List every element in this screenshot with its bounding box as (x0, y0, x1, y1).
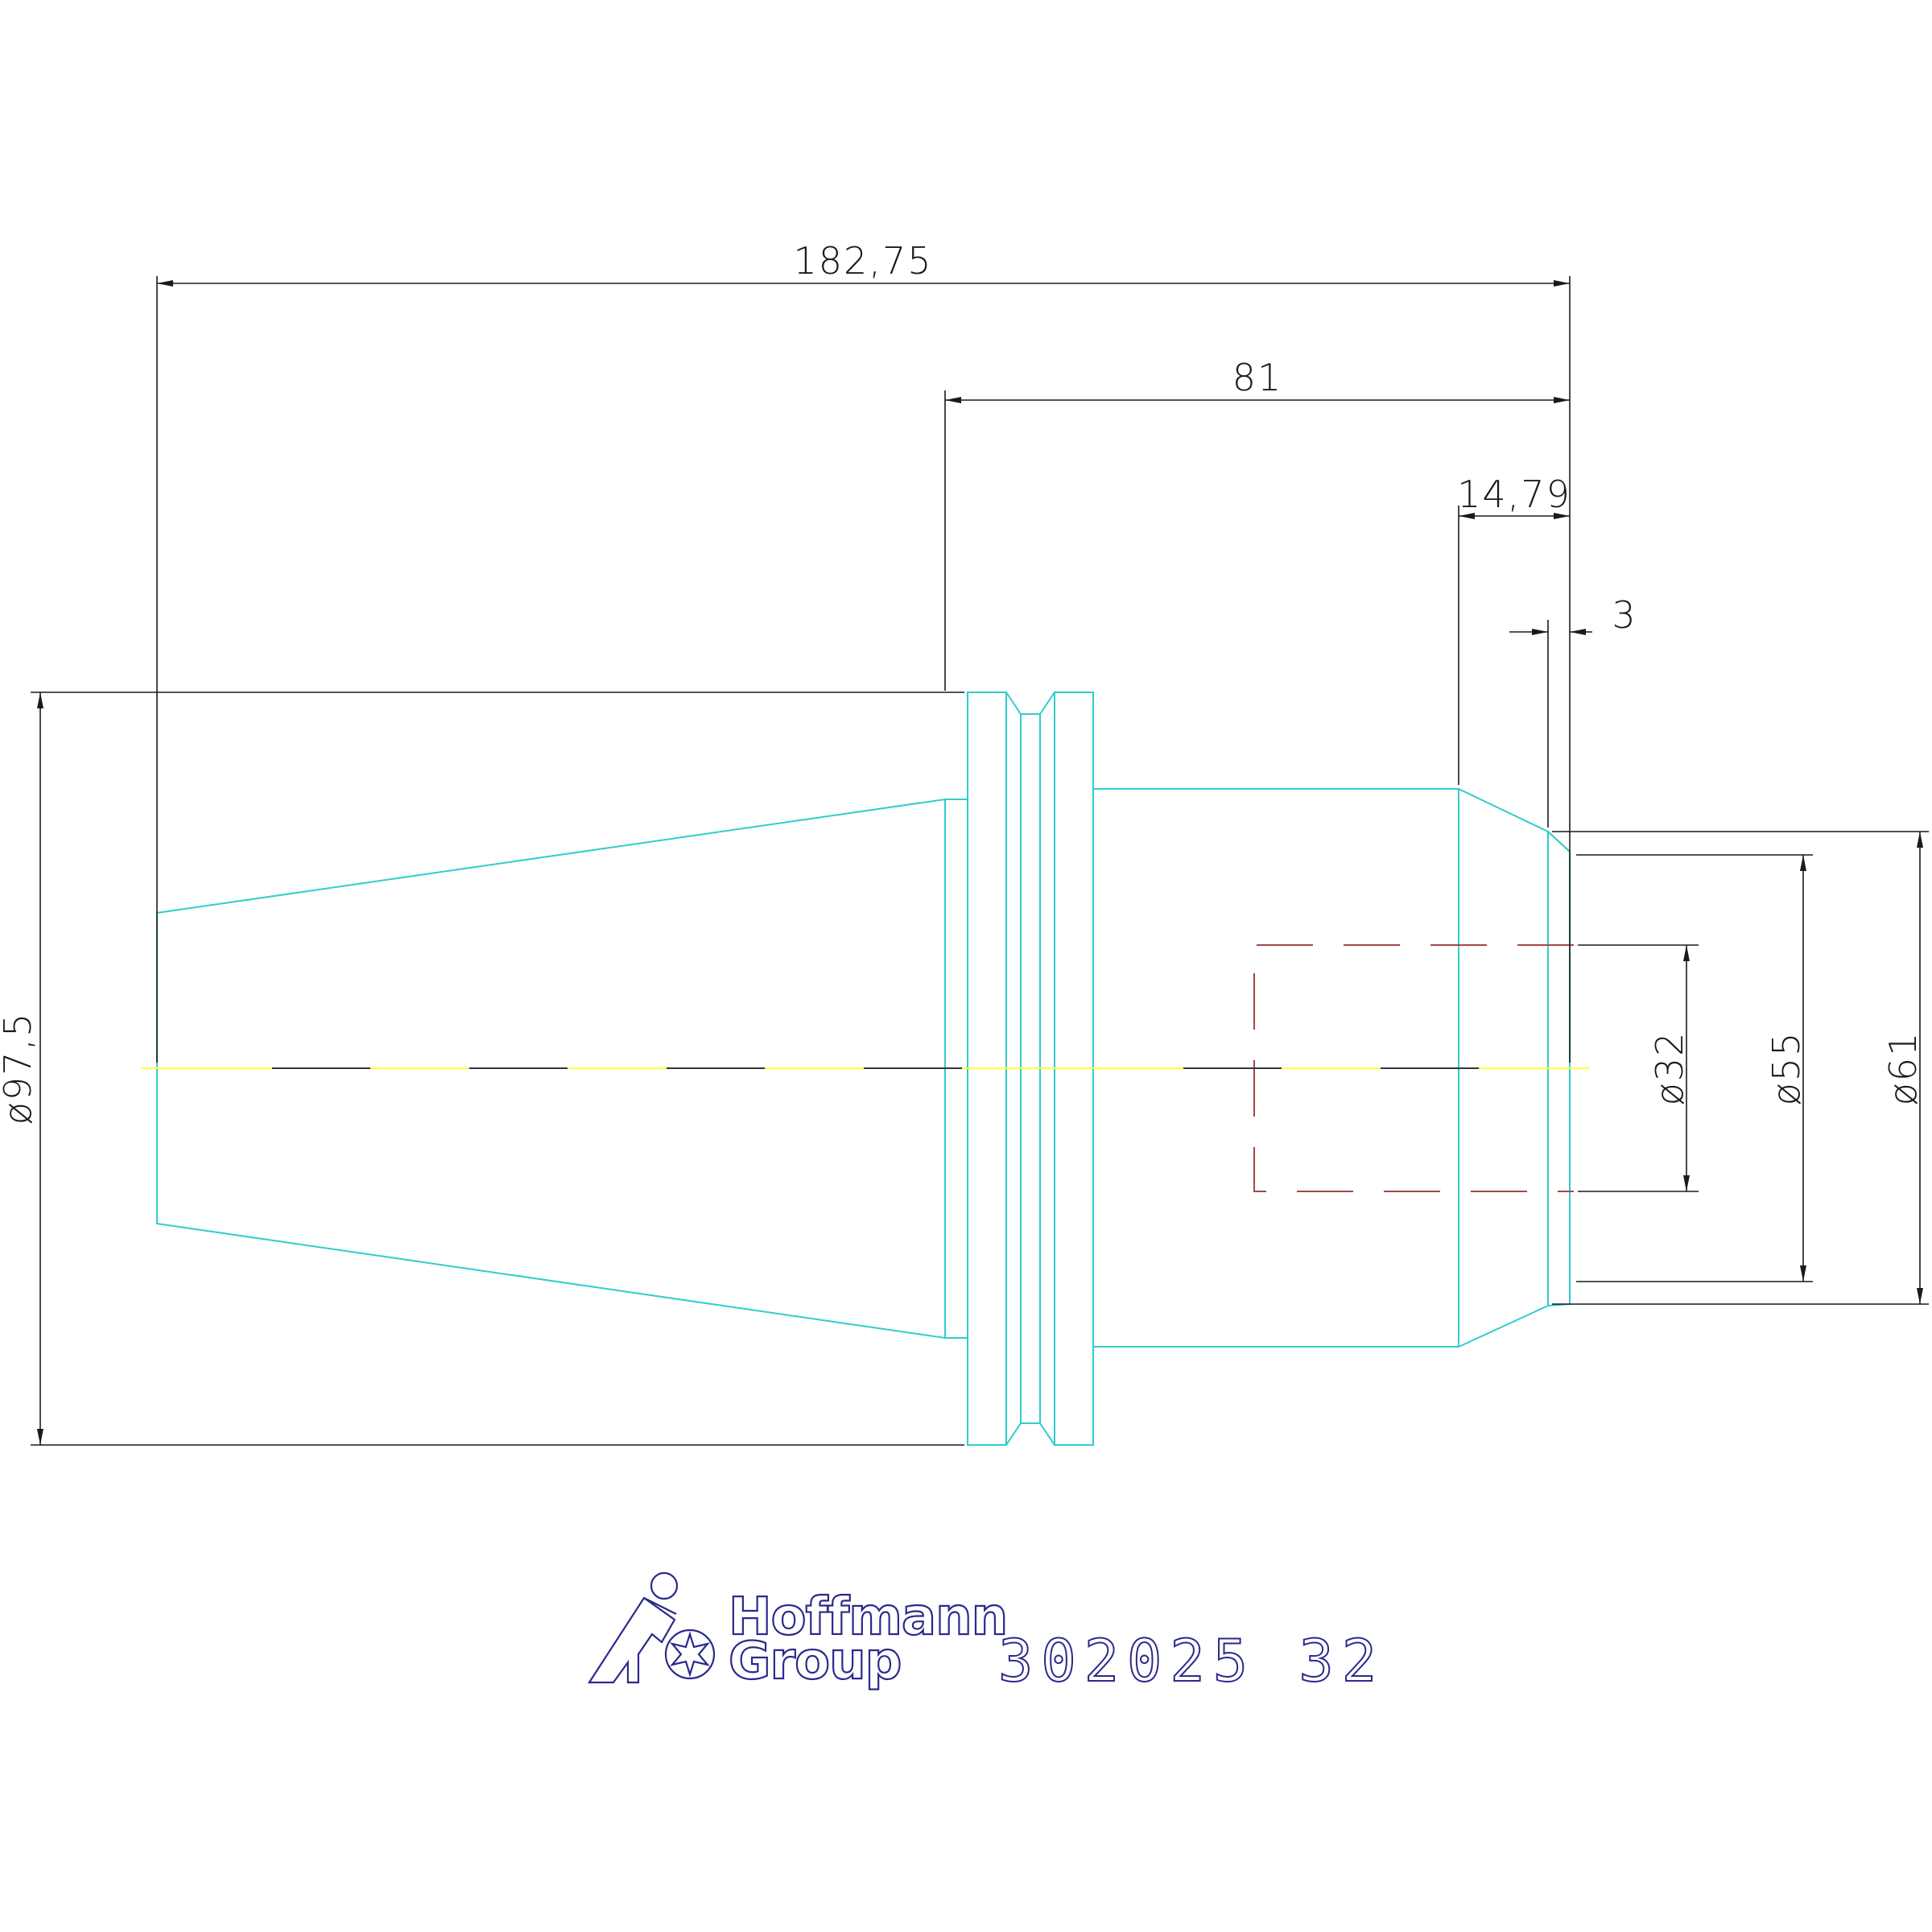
hoffmann-group-logo: Hoffmann Group (587, 1571, 1009, 1692)
v-groove-bottom (1005, 1422, 1055, 1446)
v-groove-top (1005, 691, 1055, 715)
dim-text-taper: 14,79 (1457, 473, 1571, 516)
chamfer-edge-top (1547, 831, 1571, 852)
dim-text-overall: 182,75 (794, 239, 933, 283)
starburst-icon (664, 1629, 716, 1680)
hoffmann-man-icon (587, 1571, 679, 1684)
logo-text-line2: Group (729, 1632, 901, 1691)
dim-text-bore-dia: ø32 (1648, 1031, 1691, 1106)
dimensions (31, 276, 1929, 1446)
dim-text-shank: 81 (1232, 356, 1283, 399)
dim-text-chamfer: 3 (1612, 593, 1637, 637)
dim-text-face-dia: ø55 (1765, 1031, 1808, 1106)
part-number: 302025 32 (998, 1627, 1385, 1695)
dim-text-shank-dia: ø61 (1881, 1031, 1925, 1106)
dim-text-flange-dia: ø97,5 (0, 1012, 39, 1125)
logo-text-line1: Hoffmann (729, 1587, 1007, 1647)
